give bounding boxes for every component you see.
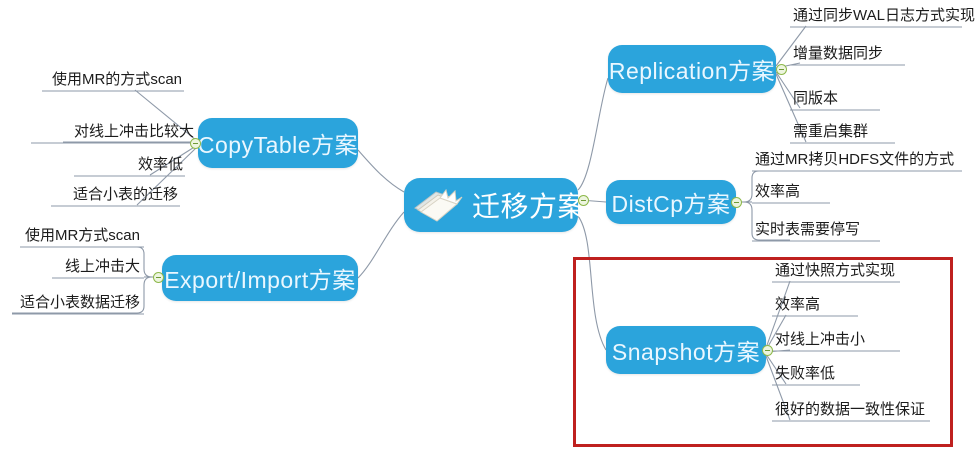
leaf-snapshot-1[interactable]: 效率高 (773, 296, 858, 316)
branch-node-copytable[interactable]: CopyTable方案 (198, 118, 358, 168)
leaf-replication-3[interactable]: 需重启集群 (791, 123, 901, 143)
collapse-toggle-snapshot[interactable] (762, 345, 773, 356)
leaf-distcp-2-label: 实时表需要停写 (755, 221, 861, 238)
branch-node-distcp-label: DistCp方案 (611, 191, 731, 217)
leaf-replication-1-label: 增量数据同步 (793, 45, 884, 62)
leaf-copytable-0-label: 使用MR的方式scan (51, 71, 182, 88)
leaf-copytable-1[interactable]: 对线上冲击比较大 (33, 123, 196, 143)
leaf-distcp-1-label: 效率高 (755, 183, 801, 200)
collapse-toggle-center[interactable] (578, 195, 589, 206)
branch-node-snapshot-label: Snapshot方案 (611, 339, 761, 365)
leaf-replication-2[interactable]: 同版本 (791, 90, 886, 110)
leaf-export-import-1-label: 线上冲击大 (64, 258, 140, 275)
leaf-copytable-2-label: 效率低 (137, 156, 183, 173)
branch-node-export-import[interactable]: Export/Import方案 (162, 255, 358, 301)
snapshot-highlight-box (573, 257, 953, 447)
leaf-distcp-2[interactable]: 实时表需要停写 (753, 221, 883, 241)
branch-node-copytable-label: CopyTable方案 (197, 132, 359, 158)
leaf-replication-1[interactable]: 增量数据同步 (791, 45, 911, 65)
leaf-distcp-0-label: 通过MR拷贝HDFS文件的方式 (755, 151, 955, 168)
leaf-export-import-0[interactable]: 使用MR方式scan (22, 227, 142, 247)
leaf-copytable-2[interactable]: 效率低 (76, 156, 185, 176)
leaf-replication-0[interactable]: 通过同步WAL日志方式实现 (791, 7, 975, 27)
open-book-icon (412, 184, 466, 226)
leaf-copytable-3-label: 适合小表的迁移 (72, 186, 178, 203)
collapse-toggle-copytable[interactable] (190, 138, 201, 149)
leaf-export-import-2[interactable]: 适合小表数据迁移 (14, 294, 142, 314)
leaf-snapshot-1-label: 效率高 (775, 296, 821, 313)
branch-node-export-import-label: Export/Import方案 (164, 267, 356, 293)
leaf-snapshot-2-label: 对线上冲击小 (775, 331, 866, 348)
leaf-copytable-0[interactable]: 使用MR的方式scan (44, 71, 184, 91)
leaf-replication-2-label: 同版本 (793, 90, 839, 107)
leaf-distcp-1[interactable]: 效率高 (753, 183, 833, 203)
leaf-snapshot-4-label: 很好的数据一致性保证 (775, 401, 926, 418)
branch-node-distcp[interactable]: DistCp方案 (606, 180, 736, 224)
leaf-distcp-0[interactable]: 通过MR拷贝HDFS文件的方式 (753, 151, 965, 171)
leaf-export-import-1[interactable]: 线上冲击大 (54, 258, 142, 278)
leaf-snapshot-3-label: 失败率低 (775, 365, 836, 382)
collapse-toggle-distcp[interactable] (731, 197, 742, 208)
leaf-copytable-1-label: 对线上冲击比较大 (73, 123, 194, 140)
collapse-toggle-export-import[interactable] (153, 272, 164, 283)
leaf-copytable-3[interactable]: 适合小表的迁移 (53, 186, 180, 206)
branch-node-replication[interactable]: Replication方案 (608, 45, 776, 93)
collapse-toggle-replication[interactable] (776, 64, 787, 75)
leaf-replication-3-label: 需重启集群 (793, 123, 869, 140)
leaf-export-import-0-label: 使用MR方式scan (24, 227, 140, 244)
branch-node-replication-label: Replication方案 (608, 58, 776, 84)
leaf-snapshot-2[interactable]: 对线上冲击小 (773, 331, 903, 351)
leaf-snapshot-3[interactable]: 失败率低 (773, 365, 863, 385)
leaf-snapshot-0[interactable]: 通过快照方式实现 (773, 262, 903, 282)
leaf-snapshot-0-label: 通过快照方式实现 (775, 262, 896, 279)
leaf-export-import-2-label: 适合小表数据迁移 (19, 294, 140, 311)
leaf-snapshot-4[interactable]: 很好的数据一致性保证 (773, 401, 933, 421)
center-node-label: 迁移方案 (472, 191, 587, 222)
branch-node-snapshot[interactable]: Snapshot方案 (606, 326, 766, 374)
leaf-replication-0-label: 通过同步WAL日志方式实现 (793, 7, 975, 24)
center-node-migration[interactable]: 迁移方案 (404, 178, 586, 232)
